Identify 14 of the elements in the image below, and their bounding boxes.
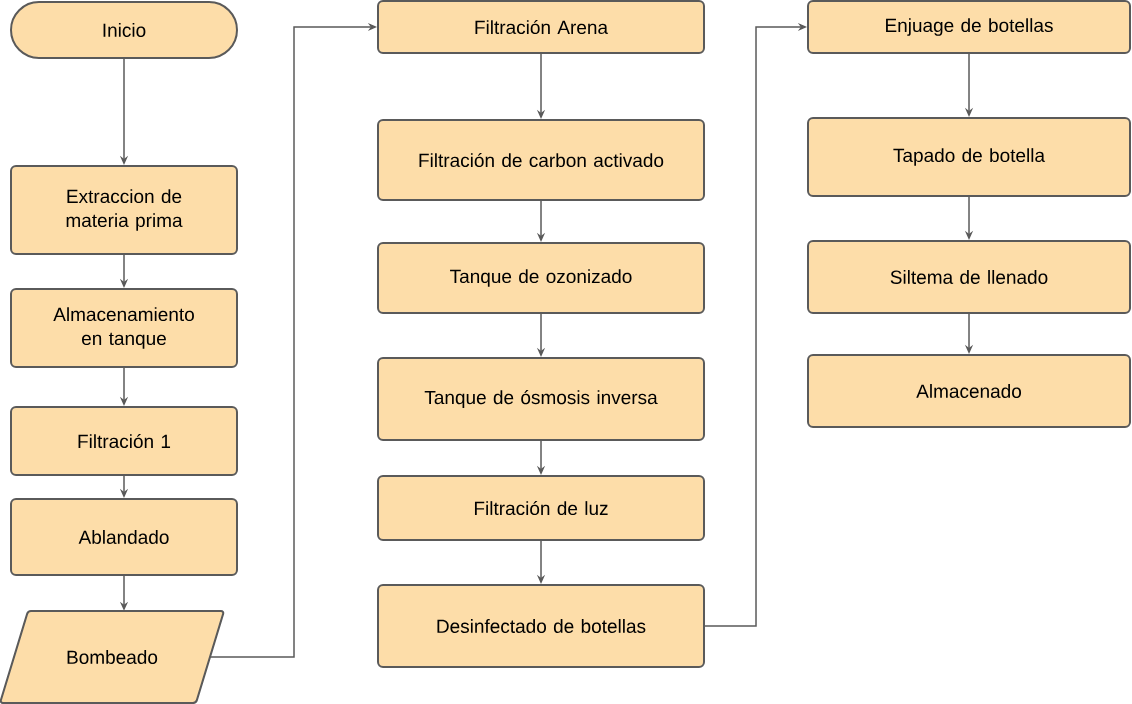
process-box: Desinfectado de botellas [377,584,705,668]
process-box: Filtración 1 [10,406,238,476]
process-box: Enjuage de botellas [807,0,1131,54]
process-box: Extraccion de materia prima [10,165,238,255]
process-box: Tapado de botella [807,117,1131,197]
process-box: Filtración de carbon activado [377,119,705,201]
process-box: Filtración Arena [377,0,705,54]
process-box: Siltema de llenado [807,240,1131,314]
process-box: Ablandado [10,498,238,576]
process-box: Almacenado [807,354,1131,428]
process-box: Tanque de ozonizado [377,242,705,314]
process-box: Filtración de luz [377,475,705,541]
process-box: Almacenamiento en tanque [10,288,238,368]
process-box: Tanque de ósmosis inversa [377,357,705,441]
